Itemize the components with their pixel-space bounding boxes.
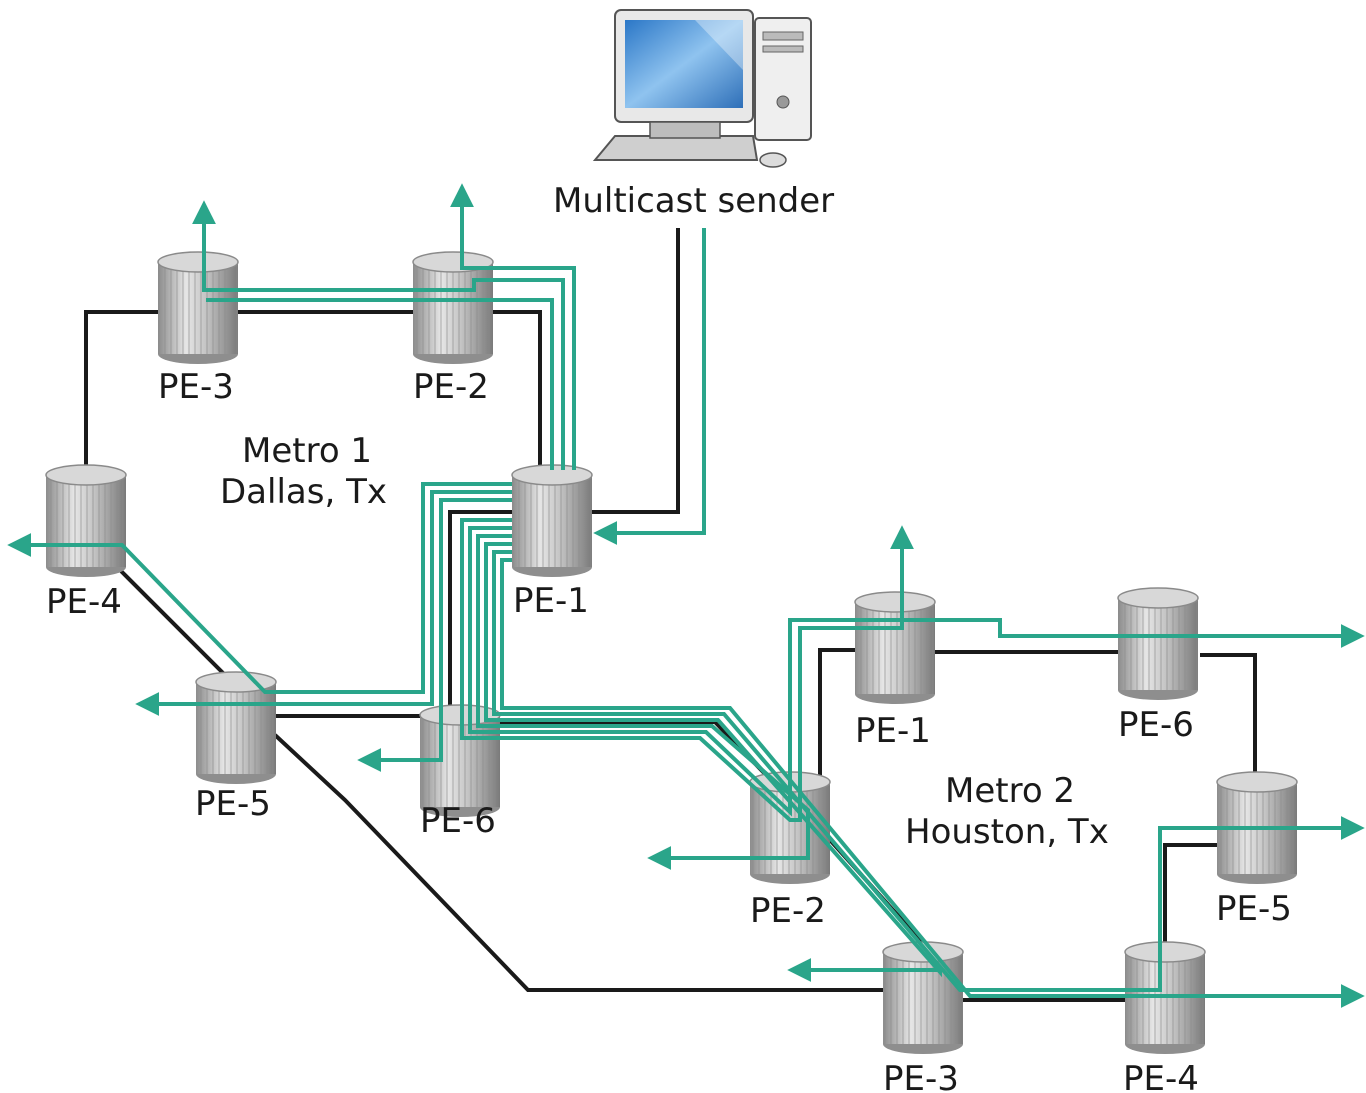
flow-bundle-1 <box>460 518 914 822</box>
m2-pe6-router <box>1117 587 1199 700</box>
link-m1-pe6-pe1 <box>448 510 512 716</box>
sender-label: Multicast sender <box>553 181 834 221</box>
m2-pe2-label: PE-2 <box>750 891 826 931</box>
flow-bundle-3 <box>476 534 810 870</box>
flow-bundle-5 <box>492 550 1365 992</box>
metro1-location: Dallas, Tx <box>220 472 387 512</box>
metro2-location: Houston, Tx <box>905 812 1109 852</box>
link-m1pe5-m2pe3 <box>273 733 890 992</box>
m1-pe1-router <box>511 464 593 577</box>
m2-pe6-label: PE-6 <box>1118 705 1194 745</box>
m2-pe4-label: PE-4 <box>1123 1059 1199 1093</box>
m1-pe4-router <box>45 464 127 577</box>
m1-pe2-label: PE-2 <box>413 367 489 407</box>
flow-bundle-4 <box>484 542 942 982</box>
m1-pe2-router <box>412 251 494 364</box>
flow-to-m1-pe3-receiver <box>192 200 565 470</box>
metro2-title: Metro 2 <box>945 771 1075 811</box>
m2-pe1-router <box>854 591 936 704</box>
multicast-flows <box>7 183 1365 1008</box>
m2-pe1-label: PE-1 <box>855 711 931 751</box>
m2-pe3-label: PE-3 <box>883 1059 959 1093</box>
m1-pe5-label: PE-5 <box>195 784 271 824</box>
m1-pe3-router <box>157 251 239 364</box>
m1-pe3-label: PE-3 <box>158 367 234 407</box>
m1-pe6-label: PE-6 <box>420 801 496 841</box>
flow-bundle-6 <box>500 558 1365 1008</box>
m2-pe3-router <box>882 941 964 1054</box>
m1-pe1-label: PE-1 <box>513 581 589 621</box>
flow-to-m1-pe2-receiver <box>450 183 576 470</box>
physical-links <box>84 228 1257 1002</box>
m1-pe4-label: PE-4 <box>46 582 122 622</box>
flow-to-m1-pe5-receiver <box>135 490 512 716</box>
routers <box>45 251 1298 1054</box>
link-m2-pe6-pe5 <box>1200 653 1257 775</box>
m1-pe5-router <box>195 671 277 784</box>
flow-bundle-2 <box>468 526 1365 817</box>
flow-to-m1-pe6-receiver <box>357 498 512 772</box>
flow-sender-to-pe1 <box>593 228 706 545</box>
flow-pe1-up-3 <box>206 298 554 470</box>
metro1-title: Metro 1 <box>242 431 372 471</box>
labels: Multicast sender Metro 1 Dallas, Tx Metr… <box>46 181 1292 1093</box>
link-sender-pe1 <box>592 228 680 514</box>
link-m1-pe4-pe5 <box>118 568 242 692</box>
desktop-computer-icon <box>592 9 812 168</box>
m2-pe5-label: PE-5 <box>1216 889 1292 929</box>
link-m2-pe4-pe5 <box>1163 843 1218 950</box>
flow-to-m1-pe4-receiver <box>7 482 512 694</box>
link-m2-pe1-pe2 <box>818 648 858 780</box>
